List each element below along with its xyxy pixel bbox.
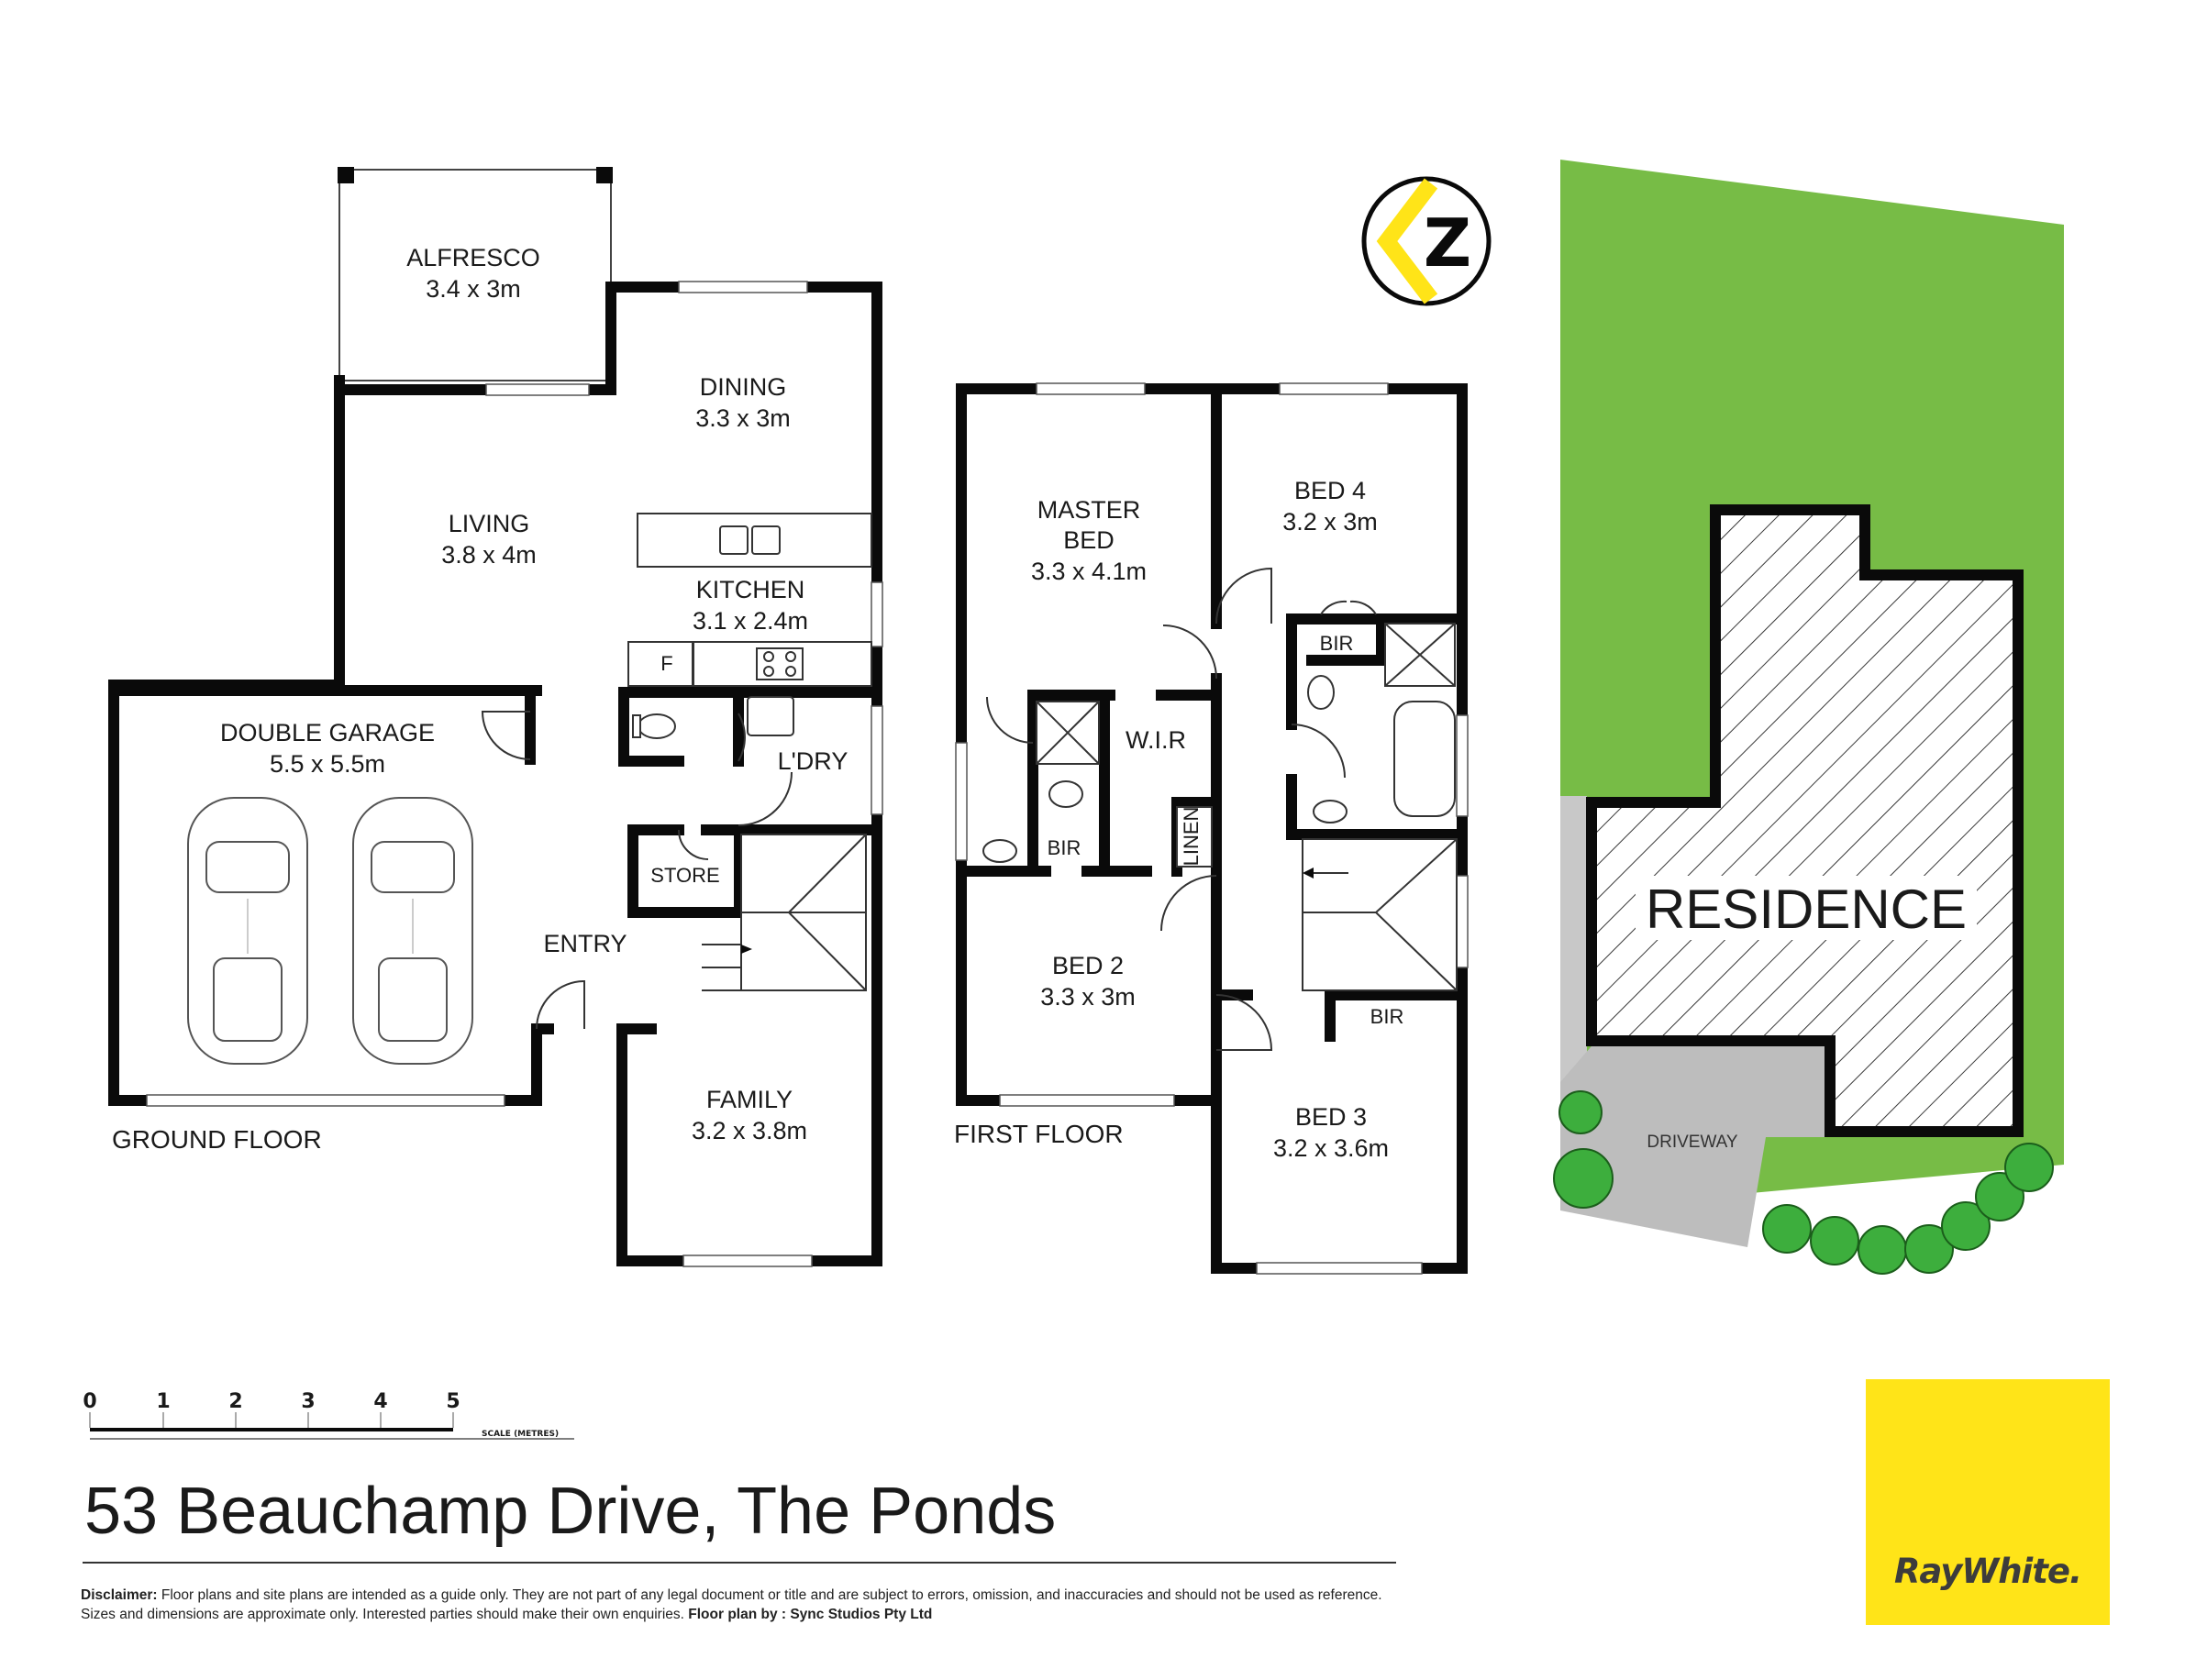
brand-name-text: RayWhite: [1893, 1552, 2070, 1591]
north-letter: Z: [1424, 204, 1471, 282]
car-icon: [352, 797, 473, 1065]
bed4-name: BED 4: [1294, 477, 1366, 504]
double-garage-name: DOUBLE GARAGE: [220, 719, 435, 746]
ground-floor-label: GROUND FLOOR: [112, 1125, 322, 1154]
scale-tick-0: 0: [83, 1390, 96, 1413]
bed3-name: BED 3: [1295, 1103, 1367, 1131]
bir-label-bed4: BIR: [1320, 632, 1354, 655]
store-label: STORE: [650, 864, 719, 887]
dining-name: DINING: [700, 373, 787, 401]
scale-tick-5: 5: [446, 1390, 460, 1413]
bir-label-bed2: BIR: [1048, 836, 1081, 859]
floorplan-credit: Floor plan by : Sync Studios Pty Ltd: [688, 1607, 933, 1622]
site-plan: RESIDENCE DRIVEWAY: [1553, 160, 2064, 1275]
car-icon: [187, 797, 308, 1065]
scale-tick-1: 1: [156, 1390, 170, 1413]
kitchen-size: 3.1 x 2.4m: [693, 607, 808, 635]
north-symbol-icon: Z: [1361, 176, 1492, 306]
double-garage-size: 5.5 x 5.5m: [270, 750, 385, 778]
fridge-label: F: [660, 652, 672, 675]
scale-tick-3: 3: [301, 1390, 315, 1413]
entry-label: ENTRY: [543, 930, 627, 957]
raywhite-logo: RayWhite.: [1866, 1379, 2110, 1625]
tree-icon: [1553, 1090, 2054, 1275]
first-floor-label: FIRST FLOOR: [954, 1120, 1124, 1148]
living-size: 3.8 x 4m: [441, 541, 537, 569]
alfresco-size: 3.4 x 3m: [426, 275, 521, 303]
bir-label-bed3: BIR: [1370, 1005, 1404, 1028]
linen-label: LINEN: [1180, 807, 1203, 867]
scale-tick-2: 2: [228, 1390, 242, 1413]
dining-size: 3.3 x 3m: [695, 404, 791, 432]
disclaimer-body: Floor plans and site plans are intended …: [81, 1587, 1382, 1622]
master-bed-name-1: MASTER: [1037, 496, 1141, 524]
family-name: FAMILY: [706, 1086, 793, 1113]
raywhite-wordmark: RayWhite.: [1866, 1552, 2110, 1591]
alfresco-name: ALFRESCO: [406, 244, 540, 271]
bed4-size: 3.2 x 3m: [1282, 508, 1378, 536]
scale-tick-4: 4: [373, 1390, 387, 1413]
bed3-size: 3.2 x 3.6m: [1273, 1134, 1389, 1162]
kitchen-name: KITCHEN: [696, 576, 805, 603]
brand-dot: .: [2069, 1552, 2082, 1591]
disclaimer-text: Disclaimer: Floor plans and site plans a…: [81, 1586, 1420, 1624]
family-size: 3.2 x 3.8m: [692, 1117, 807, 1144]
scale-bar: 0 1 2 3 4 5 SCALE (METRES): [83, 1390, 574, 1440]
driveway-label: DRIVEWAY: [1647, 1133, 1738, 1152]
property-address: 53 Beauchamp Drive, The Ponds: [84, 1475, 1057, 1548]
wir-label: W.I.R: [1126, 726, 1186, 754]
scale-caption: SCALE (METRES): [482, 1430, 559, 1439]
address-divider: [83, 1562, 1396, 1564]
living-name: LIVING: [449, 510, 530, 537]
bed2-size: 3.3 x 3m: [1040, 983, 1136, 1011]
residence-label: RESIDENCE: [1646, 879, 1967, 940]
master-bed-size: 3.3 x 4.1m: [1031, 558, 1147, 585]
bed2-name: BED 2: [1052, 952, 1124, 979]
laundry-label: L'DRY: [778, 747, 848, 775]
first-floor-plan: MASTER BED 3.3 x 4.1m BED 4 3.2 x 3m BIR…: [954, 382, 1469, 1275]
ground-floor-plan: ALFRESCO 3.4 x 3m DINING 3.3 x 3m LIVING…: [108, 167, 883, 1267]
disclaimer-label: Disclaimer:: [81, 1587, 158, 1603]
master-bed-name-2: BED: [1063, 526, 1115, 554]
